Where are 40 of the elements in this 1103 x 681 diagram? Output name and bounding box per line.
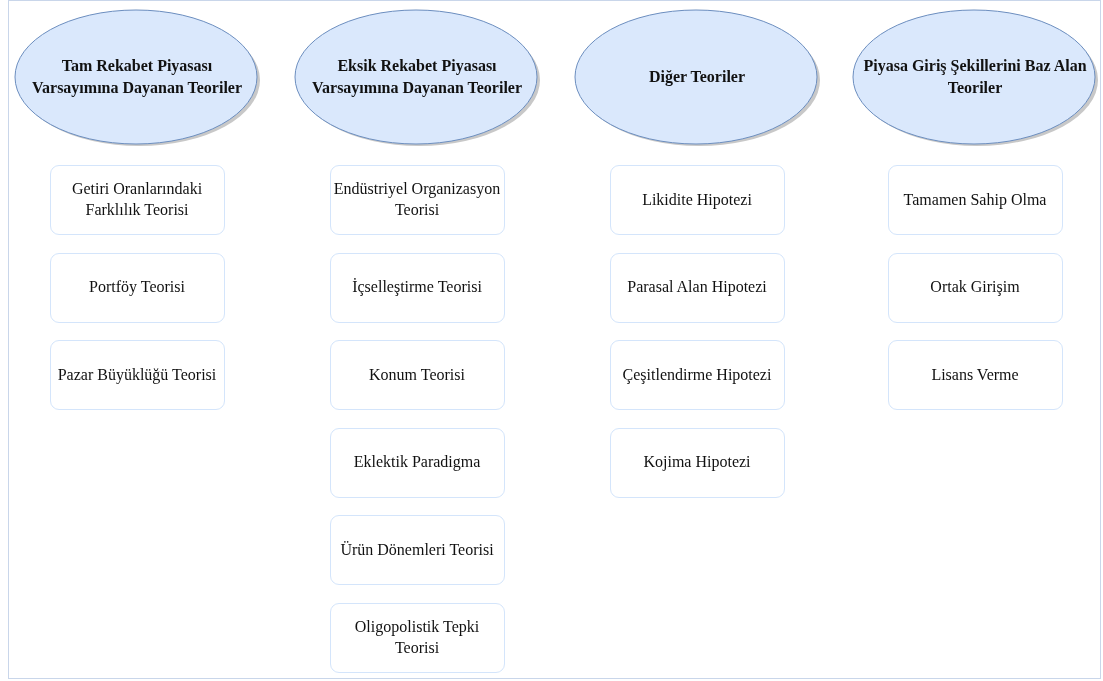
theory-name: Çeşitlendirme Hipotezi xyxy=(622,364,772,386)
theory-box xyxy=(49,340,225,410)
theory-name: Oligopolistik Tepki Teorisi xyxy=(353,616,481,658)
theory-name: Eklektik Paradigma xyxy=(353,452,481,473)
category-title: Tam Rekabet Piyasası Varsayımına Dayanan Teoriler xyxy=(30,56,244,99)
category-ellipse xyxy=(294,7,540,147)
theory-name: Pazar Büyüklüğü Teorisi xyxy=(57,364,217,386)
theory-box xyxy=(329,427,505,498)
theory-name: Konum Teorisi xyxy=(369,364,465,385)
theory-box xyxy=(609,340,785,410)
theory-box xyxy=(329,252,505,323)
theory-box xyxy=(609,252,785,323)
category-ellipse xyxy=(852,7,1098,147)
category-ellipse xyxy=(14,7,260,147)
theory-box xyxy=(329,340,505,410)
category-title: Eksik Rekabet Piyasası Varsayımına Dayanan Teoriler xyxy=(310,56,524,99)
theory-name: Getiri Oranlarındaki Farklılık Teorisi xyxy=(70,179,204,220)
theory-box xyxy=(887,340,1063,410)
theory-box xyxy=(609,427,785,498)
theory-box xyxy=(329,602,505,673)
theory-box xyxy=(49,252,225,323)
theory-name: Kojima Hipotezi xyxy=(643,452,751,473)
theory-box xyxy=(609,165,785,235)
theory-box xyxy=(329,515,505,585)
theory-box xyxy=(49,165,225,235)
theory-name: Parasal Alan Hipotezi xyxy=(627,277,767,298)
category-title: Piyasa Giriş Şekillerini Baz Alan Teoriler xyxy=(862,56,1088,98)
category-ellipse xyxy=(574,7,820,147)
theory-box xyxy=(329,165,505,235)
theory-box xyxy=(887,165,1063,235)
theory-name: Ürün Dönemleri Teorisi xyxy=(340,539,494,560)
category-title: Diğer Teoriler xyxy=(648,67,746,88)
theory-name: Ortak Girişim xyxy=(930,277,1020,298)
theory-name: Portföy Teorisi xyxy=(89,277,185,298)
theory-name: Likidite Hipotezi xyxy=(642,189,752,211)
theory-name: Endüstriyel Organizasyon Teorisi xyxy=(332,179,502,220)
theory-name: Tamamen Sahip Olma xyxy=(903,189,1047,211)
theory-box xyxy=(887,252,1063,323)
theory-name: İçselleştirme Teorisi xyxy=(352,277,482,298)
theory-name: Lisans Verme xyxy=(931,364,1019,385)
